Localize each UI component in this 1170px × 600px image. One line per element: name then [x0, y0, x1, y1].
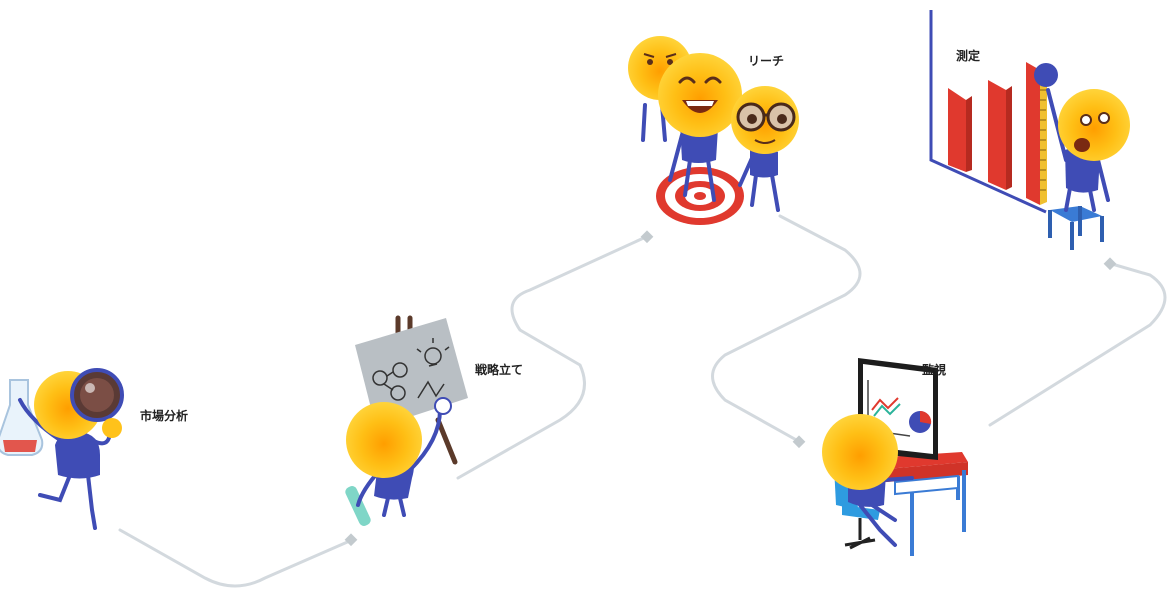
step-label-measurement: 測定: [956, 49, 981, 63]
magnifying-glass-icon: [70, 368, 124, 438]
target-icon: [656, 167, 744, 225]
path-marker: [1103, 257, 1117, 271]
step-measurement-illustration: [929, 10, 1130, 250]
step-reach-illustration: [628, 36, 799, 225]
character-face: [658, 53, 742, 137]
character-face: [822, 414, 898, 490]
character-face: [1058, 89, 1130, 161]
character-face: [346, 402, 422, 478]
bar-chart-icon: [948, 62, 1047, 205]
step-label-strategy: 戦略立て: [475, 363, 524, 377]
flask-icon: [0, 379, 44, 456]
glasses-icon: [736, 102, 796, 132]
path-marker: [344, 533, 358, 547]
path-marker: [640, 230, 654, 244]
roadmap-path: [118, 214, 1167, 588]
step-label-market-analysis: 市場分析: [140, 409, 189, 423]
step-strategy-illustration: [345, 315, 468, 526]
step-label-monitoring: 監視: [922, 363, 947, 377]
step-monitoring-illustration: [822, 358, 968, 556]
step-label-reach: リーチ: [748, 54, 785, 68]
step-market-analysis-illustration: [0, 368, 124, 530]
